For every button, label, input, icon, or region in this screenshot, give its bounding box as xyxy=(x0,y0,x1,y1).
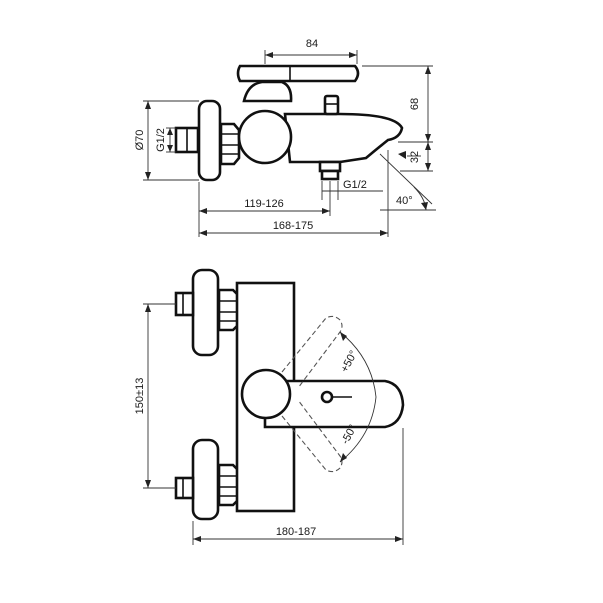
front-view: +50° -50° xyxy=(174,268,405,521)
diverter-knob xyxy=(323,94,340,116)
front-view-dimensions: 150±13 180-187 xyxy=(134,303,404,545)
dim-height-32: 32 xyxy=(409,151,421,163)
lower-wall-flange xyxy=(191,438,220,521)
dim-lever-up: +50° xyxy=(339,349,360,375)
dim-top-width: 84 xyxy=(306,38,318,50)
dim-thread-outlet: G1/2 xyxy=(343,179,367,191)
dim-spout-reach: 119-126 xyxy=(244,198,284,210)
dim-centers: 150±13 xyxy=(134,378,146,415)
hex-nut xyxy=(219,122,241,166)
lever-down-position xyxy=(281,399,343,473)
dim-front-reach: 180-187 xyxy=(276,526,316,538)
outlet-connector xyxy=(318,160,342,173)
dim-total-reach: 168-175 xyxy=(273,220,313,232)
lever-front xyxy=(263,379,405,429)
cartridge-dome xyxy=(242,80,293,103)
dim-spout-angle: 40° xyxy=(396,195,413,207)
side-view xyxy=(174,64,404,182)
mixer-body xyxy=(237,109,293,165)
side-view-dimensions: 84 68 32 Ø70 G1/2 G1/2 xyxy=(134,38,436,237)
dim-thread-inlet: G1/2 xyxy=(155,128,167,152)
wall-flange xyxy=(197,99,222,182)
lever-handle xyxy=(236,64,360,83)
indicator-dot xyxy=(320,390,334,404)
lever-pivot xyxy=(240,368,292,420)
spout xyxy=(283,112,404,164)
lever-up-position xyxy=(281,315,343,389)
upper-wall-flange xyxy=(191,268,220,357)
dim-height-68: 68 xyxy=(409,98,421,110)
dim-diameter: Ø70 xyxy=(134,130,146,151)
